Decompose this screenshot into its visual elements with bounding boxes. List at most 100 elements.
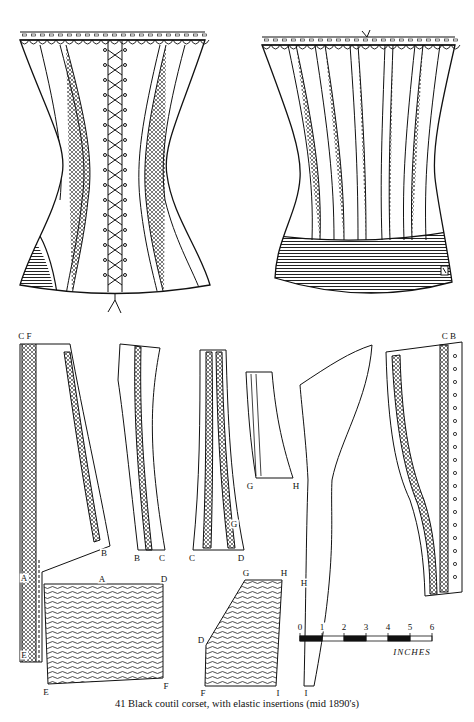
scale-bar xyxy=(300,633,432,641)
piece-mark: E xyxy=(20,651,28,660)
lace-edge xyxy=(191,40,200,44)
lace-edge xyxy=(200,40,209,44)
eyelet xyxy=(453,562,456,565)
eyelet xyxy=(104,154,107,157)
side-back-piece xyxy=(300,345,372,686)
lace-edge xyxy=(361,45,370,49)
piece-mark: B xyxy=(133,554,141,563)
ribbon-slot xyxy=(337,39,341,41)
scale-number: 4 xyxy=(385,623,392,632)
ribbon-slot xyxy=(265,39,269,41)
piece-mark: D xyxy=(160,575,169,584)
eyelet xyxy=(453,549,456,552)
lace-edge xyxy=(352,45,361,49)
ribbon-slot xyxy=(454,39,458,41)
corset-front-view xyxy=(250,30,470,320)
lacing xyxy=(108,200,122,210)
eyelet xyxy=(104,139,107,142)
ribbon-slot xyxy=(194,34,198,36)
eyelet xyxy=(104,64,107,67)
lace-edge xyxy=(38,40,47,44)
lace-edge xyxy=(164,40,173,44)
lace-edge xyxy=(442,45,451,49)
piece-mark: G xyxy=(246,482,255,491)
lace-edge xyxy=(146,40,155,44)
piece-mark: D xyxy=(237,554,246,563)
lace-edge xyxy=(388,45,397,49)
lace-edge xyxy=(289,45,298,49)
eyelet xyxy=(104,169,107,172)
ribbon-slot xyxy=(113,34,117,36)
lace-edge xyxy=(20,40,29,44)
ribbon-slot xyxy=(283,39,287,41)
eyelet xyxy=(453,380,456,383)
lace-edge xyxy=(137,40,146,44)
ribbon-slot xyxy=(104,34,108,36)
piece-mark: C F xyxy=(17,332,32,341)
piece-mark: H xyxy=(300,579,309,588)
piece-mark: C B xyxy=(441,332,457,341)
scale-unit: INCHES xyxy=(392,648,432,657)
lace-edge xyxy=(182,40,191,44)
ribbon-slot xyxy=(373,39,377,41)
eyelet xyxy=(104,244,107,247)
lace-edge xyxy=(316,45,325,49)
lace-edge xyxy=(424,45,433,49)
ribbon-slot xyxy=(176,34,180,36)
lacing xyxy=(108,125,122,135)
eyelet xyxy=(453,432,456,435)
scale-tick xyxy=(322,633,323,641)
eyelet xyxy=(453,393,456,396)
ribbon-slot xyxy=(167,34,171,36)
side-front-piece xyxy=(118,344,165,550)
eyelet xyxy=(124,169,127,172)
scale-number: 1 xyxy=(319,623,326,632)
piece-mark: D xyxy=(197,636,206,645)
hip-gore-front xyxy=(44,584,163,684)
eyelet xyxy=(124,214,127,217)
piece-mark: C xyxy=(158,554,166,563)
eyelet xyxy=(104,184,107,187)
piece-mark: H xyxy=(292,482,301,491)
lace-edge xyxy=(334,45,343,49)
eyelet xyxy=(104,49,107,52)
scale-tick xyxy=(366,633,367,641)
piece-mark: A xyxy=(20,574,29,583)
eyelet xyxy=(124,154,127,157)
ribbon-slot xyxy=(409,39,413,41)
scale-segment xyxy=(388,636,410,641)
eyelet xyxy=(104,274,107,277)
lacing xyxy=(108,275,122,285)
eyelet xyxy=(124,109,127,112)
eyelet xyxy=(453,367,456,370)
piece-mark: A xyxy=(98,575,107,584)
eyelet xyxy=(124,274,127,277)
ribbon-slot xyxy=(391,39,395,41)
lacing xyxy=(108,110,122,120)
lacing xyxy=(108,215,122,225)
lacing xyxy=(108,95,122,105)
ribbon-slot xyxy=(203,34,207,36)
eyelet xyxy=(104,94,107,97)
eyelet xyxy=(124,64,127,67)
scale-number: 6 xyxy=(429,623,436,632)
pattern-pieces xyxy=(20,342,462,686)
scale-number: 3 xyxy=(363,623,370,632)
scale-segment xyxy=(300,636,322,641)
ribbon-slot xyxy=(427,39,431,41)
eyelet xyxy=(104,124,107,127)
ribbon-slot xyxy=(23,34,27,36)
scale-number: 0 xyxy=(297,623,304,632)
ribbon-slot xyxy=(149,34,153,36)
ribbon-slot xyxy=(59,34,63,36)
eyelet xyxy=(453,406,456,409)
scale-tick xyxy=(432,633,433,641)
ribbon-slot xyxy=(41,34,45,36)
lace-edge xyxy=(65,40,74,44)
eyelet xyxy=(453,445,456,448)
eyelet xyxy=(124,124,127,127)
lacing xyxy=(108,140,122,150)
eyelet xyxy=(104,79,107,82)
